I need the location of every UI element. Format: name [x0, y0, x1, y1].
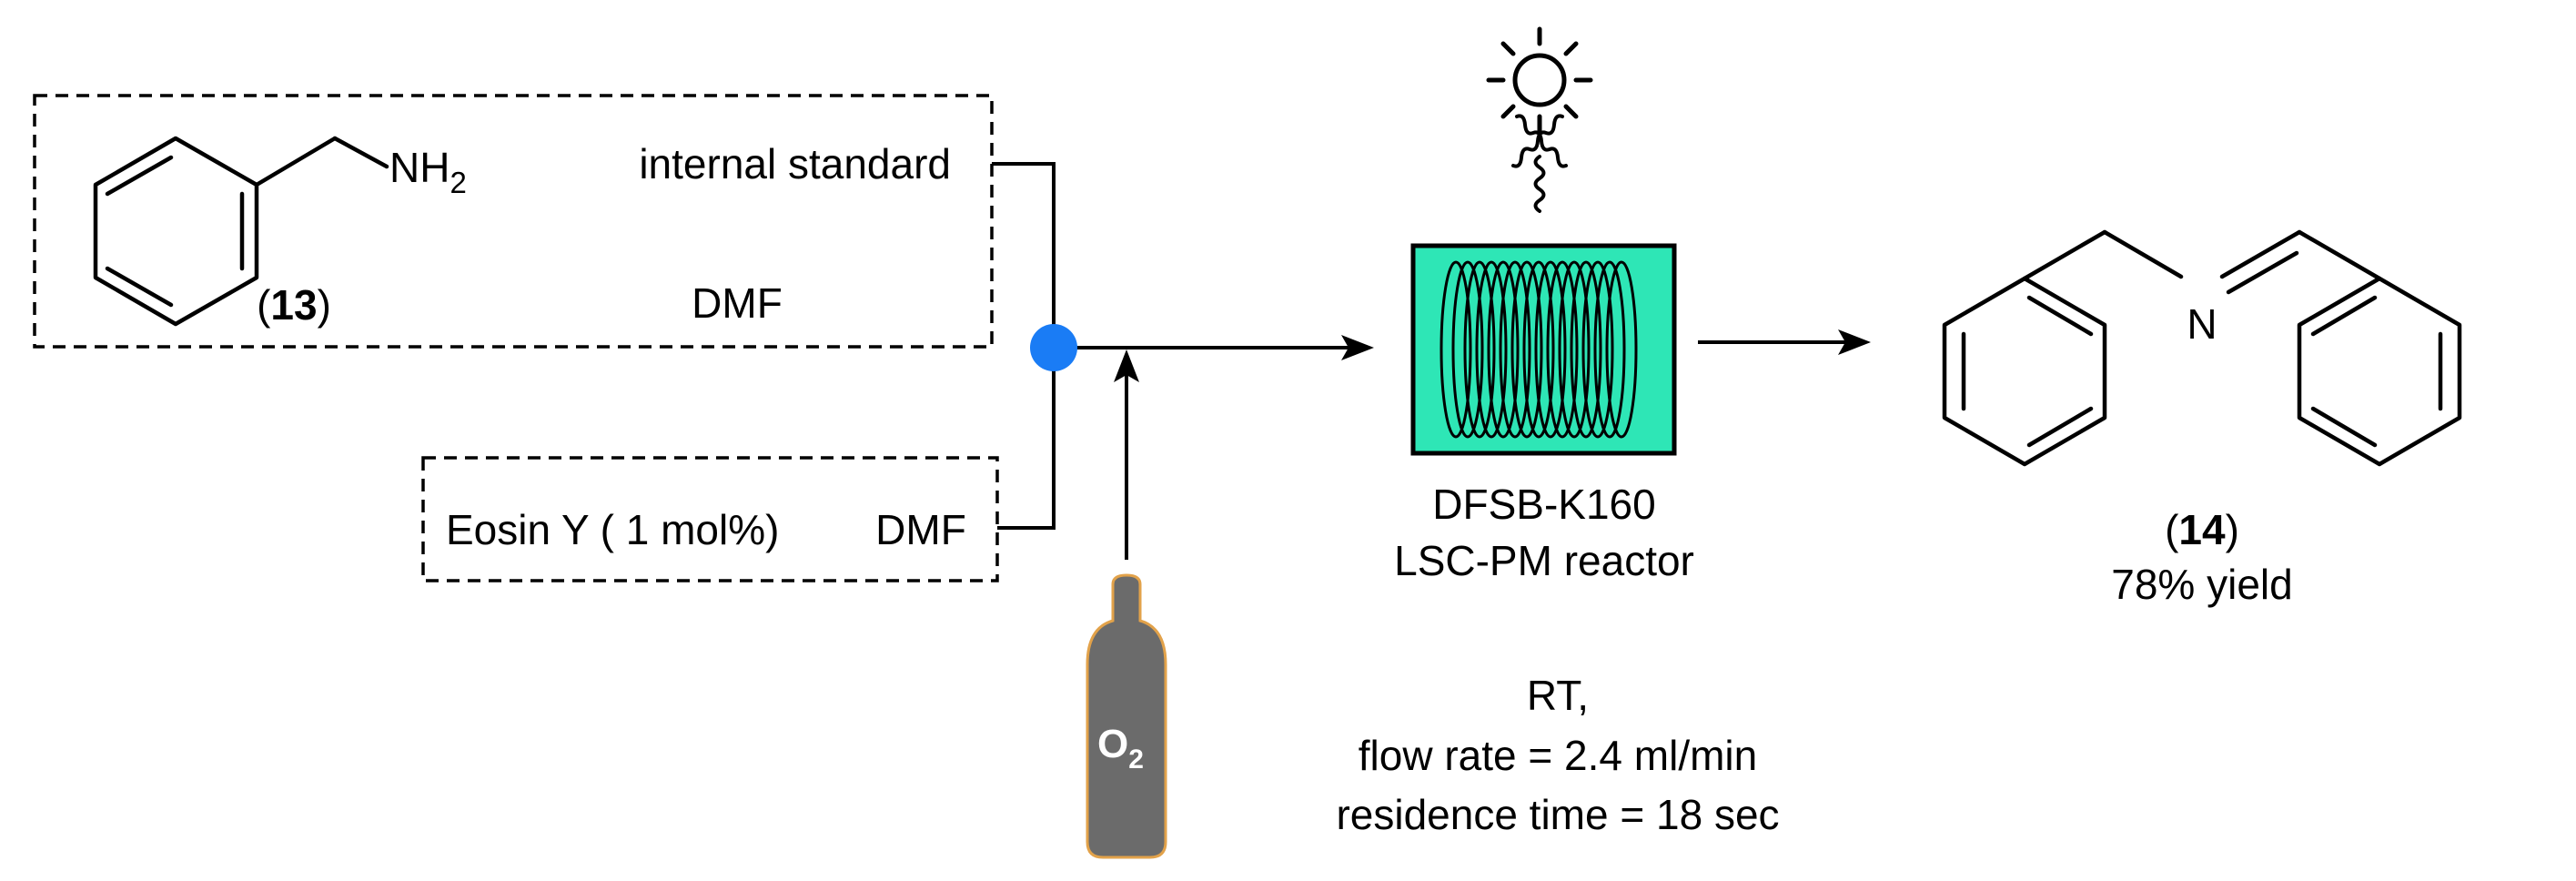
arrow-to-reactor-head: [1341, 335, 1374, 360]
coil-loop: [1475, 260, 1508, 439]
oxygen-cylinder: O2: [1086, 573, 1167, 859]
condition-residence-time: residence time = 18 sec: [1336, 791, 1779, 838]
photoreactor: [1410, 243, 1677, 456]
light-wave-left-icon: [1511, 114, 1564, 168]
reactor-name-line1: DFSB-K160: [1432, 481, 1655, 528]
cylinder-gas-label: O2: [1097, 722, 1144, 775]
amine-label: NH2: [389, 144, 467, 199]
condition-flow-rate: flow rate = 2.4 ml/min: [1359, 732, 1757, 779]
light-wave-right-icon: [1515, 114, 1568, 168]
cylinder-body: [1086, 573, 1167, 859]
light-wave-center-icon: [1533, 155, 1546, 213]
catalyst-label: Eosin Y ( 1 mol%): [446, 506, 779, 553]
reactor-coil-icon: [1440, 260, 1638, 439]
coil-loop: [1570, 260, 1602, 439]
coil-loop: [1451, 260, 1484, 439]
compound-14-label: (14): [2165, 506, 2239, 553]
arrow-to-product: [1698, 329, 1871, 355]
coil-loop: [1440, 260, 1472, 439]
catalyst-solvent-label: DMF: [875, 506, 966, 553]
compound-13-label: (13): [257, 281, 331, 329]
reagent-box: NH2 (13) internal standard DMF: [33, 94, 994, 349]
coil-loop: [1487, 260, 1520, 439]
coil-loop: [1534, 260, 1567, 439]
imine-nitrogen-label: N: [2187, 300, 2217, 348]
catalyst-box: Eosin Y ( 1 mol%) DMF: [421, 456, 999, 582]
internal-standard-label: internal standard: [639, 140, 951, 187]
coil-loop: [1558, 260, 1591, 439]
product-yield-label: 78% yield: [2111, 561, 2292, 608]
mixing-junction: [1030, 324, 1077, 371]
coil-loop: [1463, 260, 1496, 439]
oxygen-arrow-head: [1114, 349, 1139, 382]
coil-loop: [1593, 260, 1626, 439]
light-wave-icons: [1511, 114, 1568, 213]
reactor-name-line2: LSC-PM reactor: [1394, 537, 1694, 584]
oxygen-feed-line: [1114, 349, 1139, 560]
reagent-box-border: [33, 94, 994, 349]
reagent-solvent-label: DMF: [692, 279, 783, 327]
benzylamine-structure: [93, 136, 389, 327]
imine-product-structure: [1942, 229, 2462, 467]
feed-lines: [992, 162, 1374, 530]
coil-loop: [1581, 260, 1614, 439]
coil-loop: [1605, 260, 1638, 439]
coil-loop: [1510, 260, 1543, 439]
condition-temperature: RT,: [1527, 672, 1589, 719]
coil-loop: [1499, 260, 1531, 439]
sun-icon: [1486, 26, 1593, 134]
coil-loop: [1522, 260, 1555, 439]
catalyst-box-border: [421, 456, 999, 582]
coil-loop: [1546, 260, 1579, 439]
